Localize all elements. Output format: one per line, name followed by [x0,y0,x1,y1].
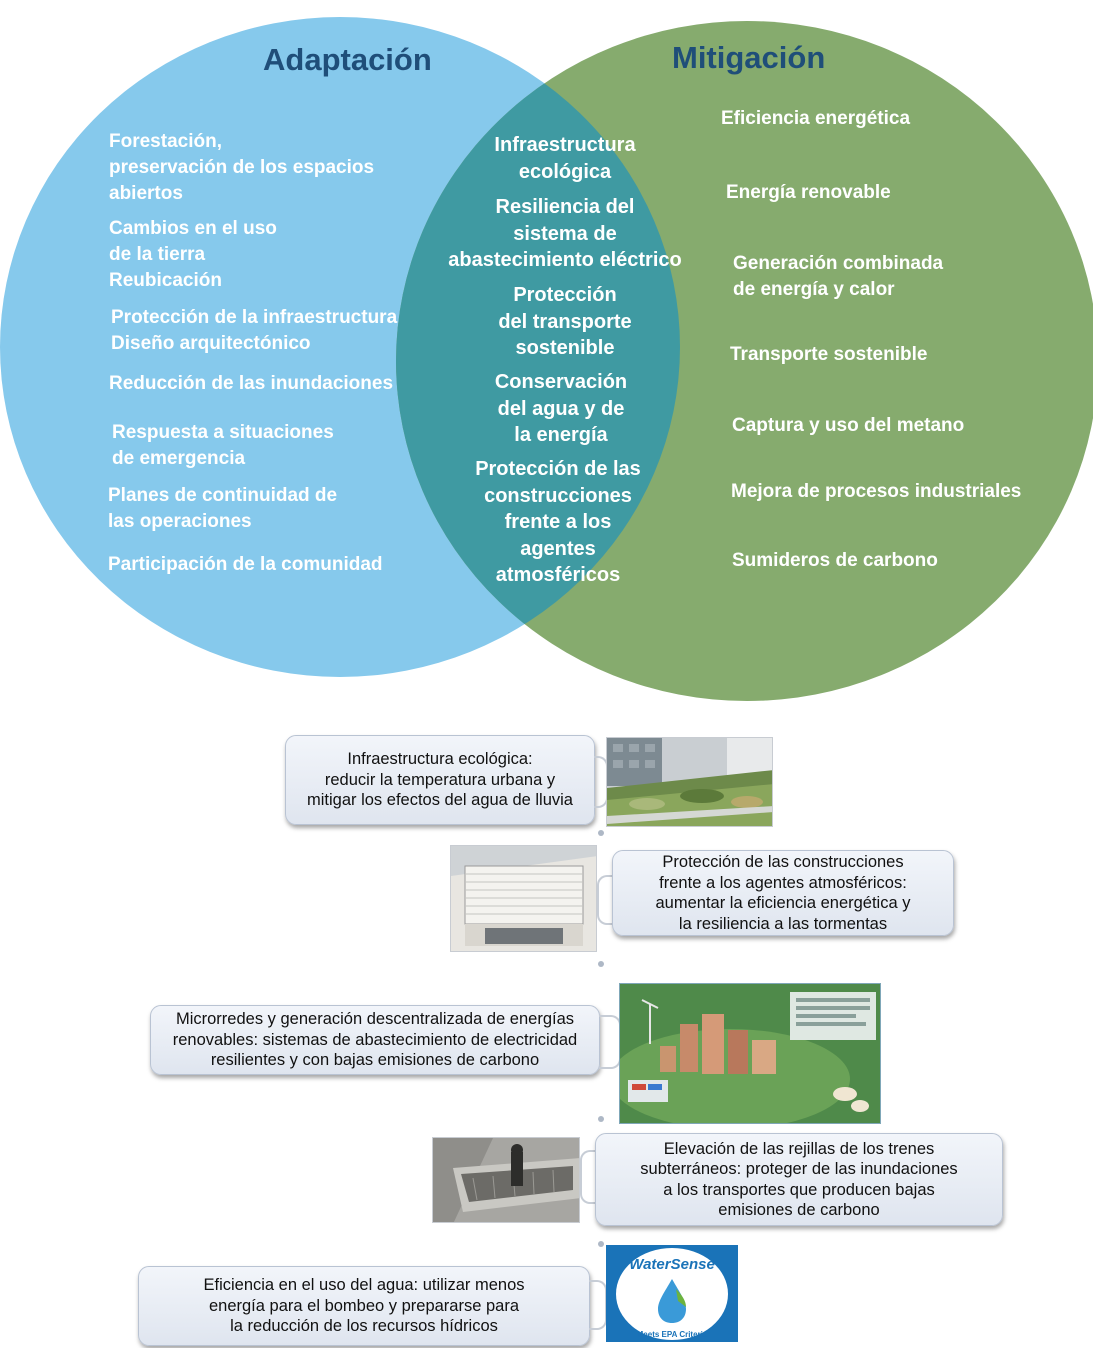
connector [580,1150,598,1204]
venn-diagram [0,17,1093,701]
connector [599,1015,621,1069]
svg-text:Meets EPA Criteria: Meets EPA Criteria [637,1330,708,1339]
mitigation-title: Mitigación [672,40,826,75]
example-callout-microgrid: Microrredes y generación descentralizada… [150,1005,600,1075]
green-roof-image [606,737,773,827]
example-callout-green-infrastructure: Infraestructura ecológica:reducir la tem… [285,735,595,825]
connector [589,1280,607,1330]
connector [597,875,615,925]
timeline-dot [598,1116,604,1122]
subway-grate-image [432,1137,580,1223]
mitigation-item-renewable-energy: Energía renovable [726,182,891,203]
adaptation-item-community: Participación de la comunidad [108,554,383,575]
watersense-logo: WaterSense Meets EPA Criteria [606,1245,738,1342]
storm-shutter-image [450,845,597,952]
svg-text:WaterSense: WaterSense [629,1256,715,1273]
example-callout-water-efficiency: Eficiencia en el uso del agua: utilizar … [138,1266,590,1346]
mitigation-item-methane: Captura y uso del metano [732,415,965,436]
mitigation-item-carbon-sinks: Sumideros de carbono [732,550,938,571]
adaptation-item-forestation: Forestación,preservación de los espacios… [109,131,375,204]
mitigation-item-industrial-processes: Mejora de procesos industriales [731,481,1022,502]
overlap-region [396,21,680,677]
timeline-dot [598,961,604,967]
adaptation-item-flood-reduction: Reducción de las inundaciones [109,373,394,394]
timeline-dot [598,1241,604,1247]
timeline-dot [598,830,604,836]
microgrid-poster-image [619,983,881,1124]
adaptation-title: Adaptación [263,42,432,77]
mitigation-item-sustainable-transport: Transporte sostenible [730,344,928,365]
mitigation-item-energy-efficiency: Eficiencia energética [721,108,911,129]
